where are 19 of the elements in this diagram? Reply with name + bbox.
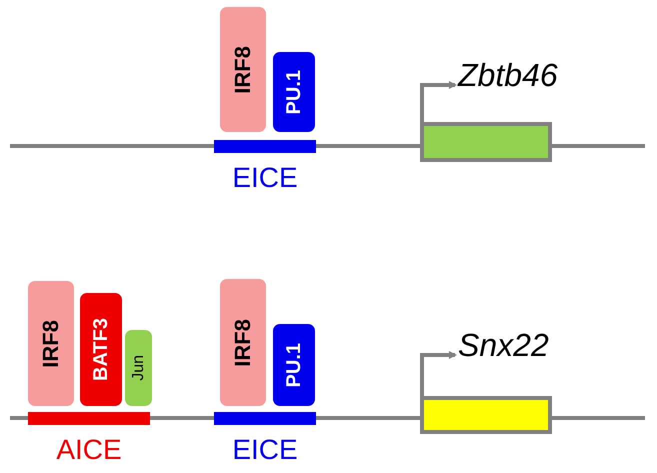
protein-box — [80, 293, 122, 406]
protein-label: IRF8 — [40, 320, 62, 368]
protein-label: PU.1 — [284, 70, 304, 114]
protein-label: IRF8 — [232, 46, 254, 94]
protein-label: BATF3 — [91, 318, 111, 381]
site-label: AICE — [56, 436, 122, 464]
gene-name: Zbtb46 — [458, 59, 558, 91]
gene-name: Snx22 — [458, 329, 549, 361]
protein-box — [220, 279, 266, 406]
protein-box — [125, 330, 152, 406]
protein-box — [220, 7, 266, 132]
site-label: EICE — [232, 164, 298, 192]
protein-label: IRF8 — [232, 318, 254, 366]
site-label: EICE — [232, 436, 298, 464]
protein-label: PU.1 — [284, 342, 304, 388]
protein-box — [273, 324, 315, 406]
protein-box — [28, 281, 74, 406]
protein-box — [273, 52, 315, 132]
protein-label: Jun — [130, 355, 146, 381]
